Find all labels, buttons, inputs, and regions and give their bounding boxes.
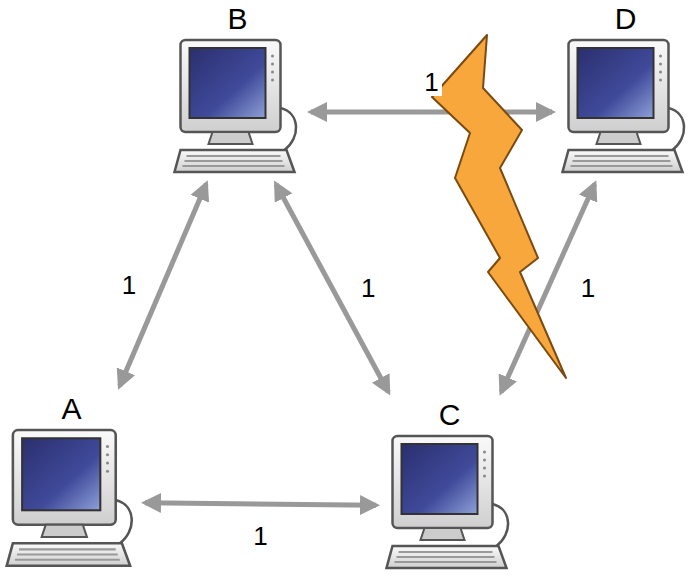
node-letter: A xyxy=(4,392,139,426)
link-cost: 1 xyxy=(358,274,378,302)
link-arrow xyxy=(276,184,388,392)
computer-icon xyxy=(382,434,517,574)
link-arrow xyxy=(120,184,206,386)
computer-node: A xyxy=(4,392,139,572)
link-arrow xyxy=(145,503,376,505)
link-cost: 1 xyxy=(119,271,139,299)
lightning-bolt xyxy=(432,35,566,378)
link-cost: 1 xyxy=(578,274,598,302)
computer-node: B xyxy=(170,2,305,178)
link-cost: 1 xyxy=(421,68,441,96)
link-arrow xyxy=(311,110,552,115)
computer-node: D xyxy=(558,2,693,178)
computer-node: C xyxy=(382,398,517,574)
link-cost: 1 xyxy=(250,522,270,550)
node-letter: B xyxy=(170,2,305,36)
computer-icon xyxy=(170,38,305,178)
computer-icon xyxy=(558,38,693,178)
computer-icon xyxy=(4,428,139,572)
node-letter: D xyxy=(558,2,693,36)
node-letter: C xyxy=(382,398,517,432)
